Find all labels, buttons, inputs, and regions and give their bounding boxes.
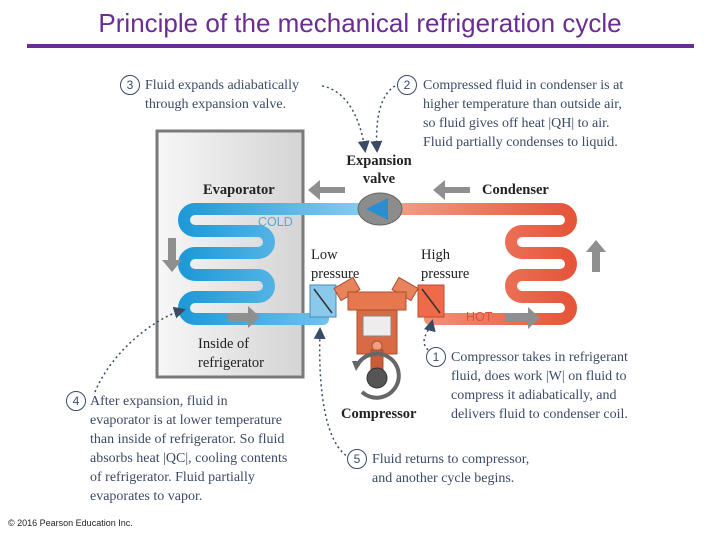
step-4-badge: 4 (66, 391, 86, 411)
low-pressure-label: Low pressure (311, 247, 360, 282)
condenser-label: Condenser (482, 182, 549, 198)
flow-arrow-right-hot (505, 307, 540, 329)
step-2-badge: 2 (397, 75, 417, 95)
leader-step3 (321, 85, 370, 153)
condenser-coil (378, 203, 577, 325)
step-5-badge: 5 (347, 449, 367, 469)
evaporator-label: Evaporator (203, 182, 275, 198)
title-underline (27, 44, 694, 48)
high-pressure-label: High pressure (421, 247, 470, 282)
flow-arrow-left-top (308, 180, 345, 200)
hot-label: HOT (466, 310, 493, 324)
leader-step4 (94, 306, 186, 393)
flow-arrow-up (586, 240, 606, 272)
inside-refrigerator-label: Inside of refrigerator (198, 336, 265, 371)
evaporator-coil (178, 203, 378, 325)
compressor-unit (333, 276, 419, 400)
flow-arrow-down (162, 238, 182, 272)
flow-arrow-right-inside (228, 306, 260, 328)
leader-step5 (313, 327, 351, 459)
cold-label: COLD (258, 215, 293, 229)
step-5-text: Fluid returns to compressor, and another… (372, 452, 530, 486)
step-1-badge: 1 (426, 347, 446, 367)
valve-cone (366, 198, 388, 220)
page-title: Principle of the mechanical refrigeratio… (98, 8, 622, 38)
flow-arrow-left-condenser (433, 180, 470, 200)
compressor-label: Compressor (341, 406, 417, 422)
step-3-text: Fluid expands adiabatically through expa… (145, 78, 299, 112)
leader-step1 (423, 319, 436, 351)
leader-step2 (370, 85, 396, 153)
step-2-text: Compressed fluid in condenser is at high… (423, 78, 624, 150)
step-1-text: Compressor takes in refrigerant fluid, d… (451, 350, 628, 422)
copyright-notice: © 2016 Pearson Education Inc. (8, 518, 133, 528)
step-3-badge: 3 (120, 75, 140, 95)
expansion-valve-label: Expansion valve (346, 153, 412, 187)
step-4-text: After expansion, fluid in evaporator is … (90, 394, 288, 504)
